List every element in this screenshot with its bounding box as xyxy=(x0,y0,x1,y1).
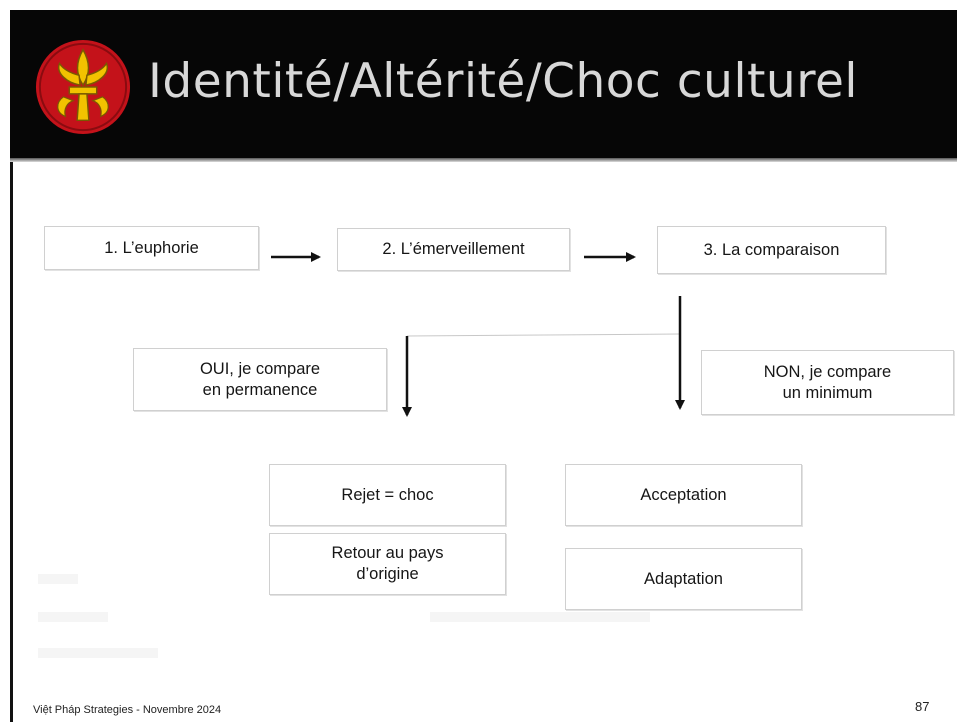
outcome-return-label: Retour au pays d’origine xyxy=(331,544,444,583)
step-comparison-label: 3. La comparaison xyxy=(703,240,840,259)
branch-non-label: NON, je compare un minimum xyxy=(763,362,892,402)
outcome-acceptance-label: Acceptation xyxy=(640,485,727,504)
branch-oui-box: OUI, je compare en permanence xyxy=(133,348,387,411)
branch-oui-label: OUI, je compare en permanence xyxy=(199,359,321,399)
step-comparison-box: 3. La comparaison xyxy=(657,226,886,274)
outcome-return-box: Retour au pays d’origine xyxy=(269,533,506,595)
title-bar xyxy=(10,10,957,160)
footer-text: Việt Pháp Strategies - Novembre 2024 xyxy=(33,704,222,716)
outcome-reject-box: Rejet = choc xyxy=(269,464,506,526)
outcome-adaptation-label: Adaptation xyxy=(644,569,723,588)
slide-left-border xyxy=(10,162,13,722)
slide-title: Identité/Altérité/Choc culturel xyxy=(148,54,858,109)
step-wonder-box: 2. L’émerveillement xyxy=(337,228,570,271)
branch-non-box: NON, je compare un minimum xyxy=(701,350,954,415)
background-artifact xyxy=(430,612,650,622)
background-artifact xyxy=(38,574,78,584)
step-wonder-label: 2. L’émerveillement xyxy=(382,240,525,258)
outcome-acceptance-box: Acceptation xyxy=(565,464,802,526)
connector-line xyxy=(406,333,681,337)
step-euphoria-box: 1. L’euphorie xyxy=(44,226,259,270)
page-number: 87 xyxy=(915,699,930,714)
outcome-reject-label: Rejet = choc xyxy=(341,485,434,504)
background-artifact xyxy=(38,648,158,658)
background-artifact xyxy=(38,612,108,622)
step-euphoria-label: 1. L’euphorie xyxy=(104,238,199,257)
outcome-adaptation-box: Adaptation xyxy=(565,548,802,610)
fleur-de-lis-dragon-logo-icon xyxy=(35,39,131,135)
title-bar-underline xyxy=(10,158,957,162)
